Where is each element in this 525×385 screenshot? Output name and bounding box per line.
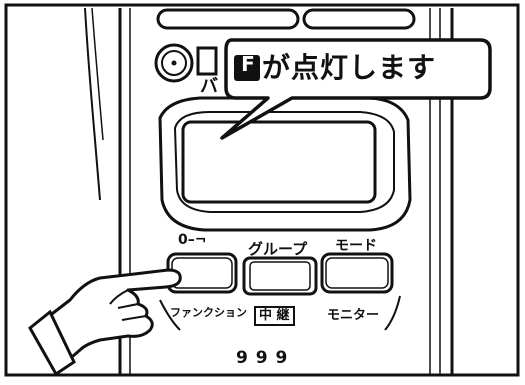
f-indicator-letter: F xyxy=(241,52,255,76)
sleeve-cuff xyxy=(28,309,76,377)
monitor-label: モニター xyxy=(327,308,380,323)
mode-key xyxy=(320,252,394,294)
group-key xyxy=(242,256,318,296)
callout-bubble xyxy=(220,38,492,140)
group-label: グループ xyxy=(248,240,308,258)
lcd-screen xyxy=(181,120,377,204)
partial-label: バ xyxy=(200,76,218,97)
top-button-left xyxy=(156,8,300,30)
top-button-right xyxy=(302,8,416,30)
key-label: 0–¬ xyxy=(178,232,207,248)
small-button xyxy=(196,46,218,76)
frame-border xyxy=(4,3,520,377)
keypad-digits: 9 9 9 xyxy=(236,348,289,368)
mode-label: モード xyxy=(335,238,377,254)
side-strap xyxy=(84,7,101,201)
callout-text: が点灯します xyxy=(262,51,437,84)
relay-label: 中 継 xyxy=(254,306,295,326)
function-label: ファンクション xyxy=(170,306,247,319)
f-indicator-icon xyxy=(234,55,260,81)
